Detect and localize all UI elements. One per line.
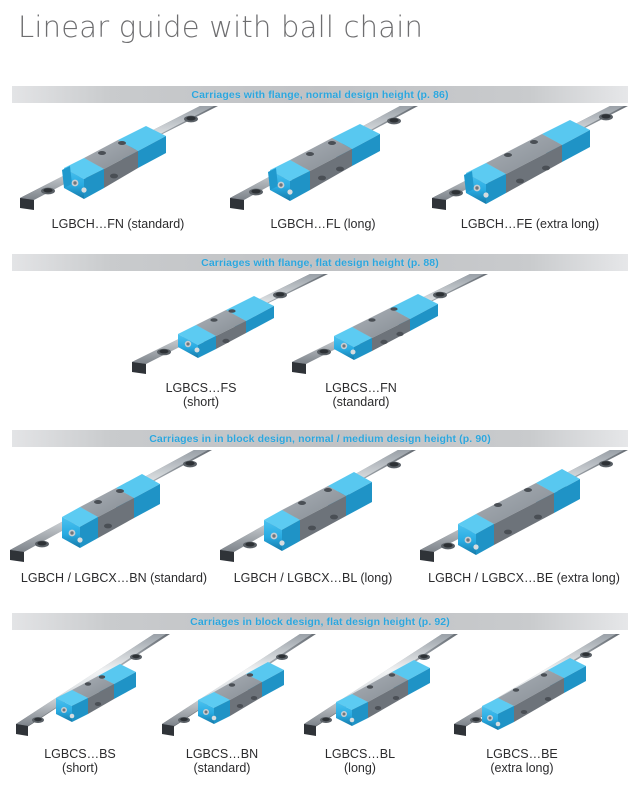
product-image-LGBCX-BL <box>218 448 418 570</box>
product-code: LGBCH / LGBCX…BN (standard) <box>20 571 208 585</box>
product-code: LGBCH…FL (long) <box>270 217 376 231</box>
product-caption: LGBCH / LGBCX…BN (standard) <box>8 571 220 586</box>
section-header-bar: Carriages with flange, normal design hei… <box>12 86 628 103</box>
product-code: LGBCH / LGBCX…BL (long) <box>233 571 393 585</box>
product-caption: LGBCH / LGBCX…BE (extra long) <box>418 571 630 586</box>
product-caption: LGBCS…BE (extra long) <box>452 747 592 775</box>
product-code: LGBCH…FE (extra long) <box>460 217 600 231</box>
product-caption: LGBCS…FS (short) <box>146 381 256 409</box>
product-image-LGBCS-FS <box>130 272 330 382</box>
product-code: LGBCS…BE <box>486 747 558 761</box>
section-header-label: Carriages with flange, flat design heigh… <box>201 256 439 269</box>
product-image-LGBCS-FN <box>290 272 490 382</box>
product-length-note: (standard) <box>193 760 251 775</box>
product-caption: LGBCS…FN (standard) <box>306 381 416 409</box>
section-header-bar: Carriages in in block design, normal / m… <box>12 430 628 447</box>
product-caption: LGBCH…FL (long) <box>228 217 418 232</box>
product-caption: LGBCS…BL (long) <box>300 747 420 775</box>
product-image-LGBCS-BS <box>14 632 172 744</box>
product-code: LGBCH…FN (standard) <box>51 217 185 231</box>
product-image-LGBCS-BN <box>160 632 318 744</box>
product-code: LGBCS…FS <box>165 381 237 395</box>
product-length-note: (standard) <box>332 394 390 409</box>
product-image-LGBCX-BE <box>418 448 630 570</box>
section-header-label: Carriages in block design, flat design h… <box>190 615 450 628</box>
product-length-note: (long) <box>344 760 376 775</box>
product-code: LGBCH / LGBCX…BE (extra long) <box>428 571 620 585</box>
section-header-bar: Carriages with flange, flat design heigh… <box>12 254 628 271</box>
product-length-note: (short) <box>61 760 99 775</box>
product-code: LGBCS…BL <box>324 747 396 761</box>
product-image-LGBCS-BL <box>302 632 460 744</box>
product-image-LGBCH-FL <box>228 104 418 216</box>
product-code: LGBCS…FN <box>325 381 397 395</box>
product-code: LGBCS…BN <box>185 747 259 761</box>
product-length-note: (short) <box>182 394 220 409</box>
product-image-LGBCS-BE <box>452 632 622 744</box>
section-header-bar: Carriages in block design, flat design h… <box>12 613 628 630</box>
section-header-label: Carriages with flange, normal design hei… <box>191 88 449 101</box>
product-caption: LGBCS…BN (standard) <box>162 747 282 775</box>
product-caption: LGBCH / LGBCX…BL (long) <box>218 571 408 586</box>
product-caption: LGBCH…FN (standard) <box>18 217 218 232</box>
product-image-LGBCH-FE <box>430 104 630 216</box>
product-length-note: (extra long) <box>490 760 554 775</box>
product-image-LGBCX-BN <box>8 448 213 570</box>
product-caption: LGBCH…FE (extra long) <box>430 217 630 232</box>
product-caption: LGBCS…BS (short) <box>20 747 140 775</box>
product-image-LGBCH-FN <box>18 104 218 216</box>
product-code: LGBCS…BS <box>44 747 116 761</box>
page-title: Linear guide with ball chain <box>18 10 424 44</box>
section-header-label: Carriages in in block design, normal / m… <box>149 432 491 445</box>
